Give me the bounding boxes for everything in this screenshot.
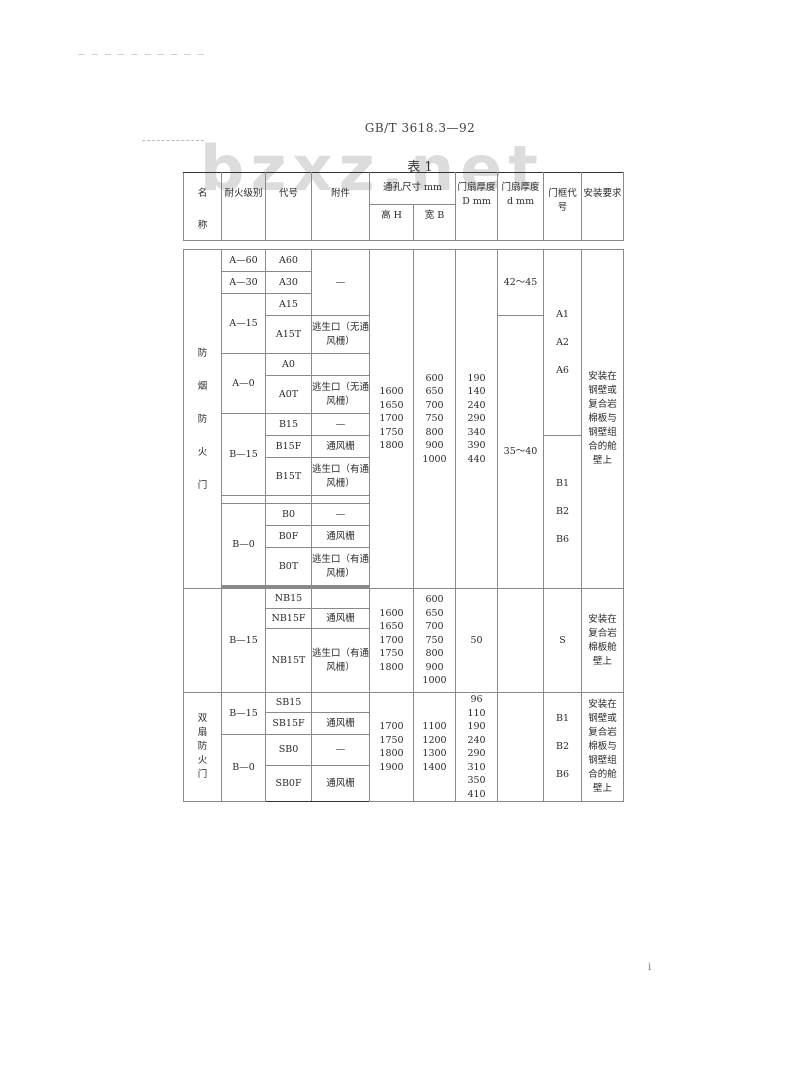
col-name-top: 名 bbox=[197, 188, 208, 199]
fitting-a15t: 逃生口（无通风栅） bbox=[311, 315, 370, 354]
col-install: 安装要求 bbox=[581, 172, 625, 241]
code-b15t: B15T bbox=[265, 457, 312, 496]
code-nb15: NB15 bbox=[265, 588, 312, 609]
group3-frame-codes: B1 B2 B6 bbox=[543, 692, 583, 802]
code-b0t: B0T bbox=[265, 547, 312, 586]
frame-codes-b: B1 B2 B6 bbox=[543, 435, 583, 589]
page-mark: i bbox=[648, 962, 652, 973]
double-door-name: 双扇防火门 bbox=[183, 692, 222, 802]
rating-a60: A—60 bbox=[221, 249, 266, 272]
code-sb15f: SB15F bbox=[265, 712, 312, 735]
fitting-nb15 bbox=[311, 588, 370, 609]
table-title: 表 1 bbox=[407, 160, 433, 175]
fitting-a60-a15: — bbox=[311, 249, 370, 316]
gap-row bbox=[183, 240, 624, 250]
group2-thickness: 50 bbox=[455, 588, 499, 693]
code-a15t: A15T bbox=[265, 315, 312, 354]
frame-codes-a: A1 A2 A6 bbox=[543, 249, 583, 436]
code-b15: B15 bbox=[265, 413, 312, 436]
fire-door-name-char: 火 bbox=[197, 446, 208, 458]
fitting-nb15t: 逃生口（有通风栅） bbox=[311, 628, 370, 693]
fitting-sb0: — bbox=[311, 734, 370, 766]
col-fire-rating: 耐火级别 bbox=[221, 172, 266, 241]
col-name-bottom: 称 bbox=[197, 220, 208, 231]
spec-table: 名 称 耐火级别 代号 附件 通孔尺寸 mm 门扇厚度 D mm 门扇厚度 d … bbox=[183, 172, 625, 802]
group1-heights: 1600 1650 1700 1750 1800 bbox=[369, 249, 414, 589]
fitting-b15: — bbox=[311, 413, 370, 436]
code-b15f: B15F bbox=[265, 435, 312, 458]
rating-a0: A—0 bbox=[221, 353, 266, 414]
rating-sb0: B—0 bbox=[221, 734, 266, 802]
rating-sb15: B—15 bbox=[221, 692, 266, 735]
col-opening-size: 通孔尺寸 mm bbox=[368, 172, 457, 205]
code-b0f: B0F bbox=[265, 525, 312, 548]
spacer bbox=[311, 495, 370, 504]
group1-thickness: 190 140 240 290 340 390 440 bbox=[455, 249, 499, 589]
col-frame-code: 门框代号 bbox=[543, 172, 583, 241]
spacer bbox=[265, 495, 312, 504]
group3-widths: 1100 1200 1300 1400 bbox=[412, 692, 457, 802]
code-nb15t: NB15T bbox=[265, 628, 312, 693]
standard-number: GB/T 3618.3—92 bbox=[364, 121, 476, 135]
fitting-nb15f: 通风栅 bbox=[311, 608, 370, 629]
rating-a30: A—30 bbox=[221, 271, 266, 294]
scan-noise: — — — — — — — — — — bbox=[78, 50, 207, 58]
code-a0: A0 bbox=[265, 353, 312, 376]
group2-install: 安装在复合岩棉板舱壁上 bbox=[581, 588, 625, 693]
group3-install: 安装在钢壁或复合岩棉板与钢壁组合的舱壁上 bbox=[581, 692, 625, 802]
col-code: 代号 bbox=[265, 172, 312, 241]
group3-frame-d bbox=[497, 692, 545, 802]
code-nb15f: NB15F bbox=[265, 608, 312, 629]
code-a15: A15 bbox=[265, 293, 312, 316]
col-height: 高 H bbox=[369, 204, 414, 241]
group2-heights: 1600 1650 1700 1750 1800 bbox=[369, 588, 414, 693]
group3-heights: 1700 1750 1800 1900 bbox=[369, 692, 414, 802]
fitting-sb15f: 通风栅 bbox=[311, 712, 370, 735]
fitting-b0f: 通风栅 bbox=[311, 525, 370, 548]
col-fittings: 附件 bbox=[311, 172, 370, 241]
fitting-sb0f: 通风栅 bbox=[311, 765, 370, 802]
fire-door-name: 防 烟 防 火 门 bbox=[183, 249, 222, 589]
group2-name bbox=[183, 588, 222, 693]
fitting-b15f: 通风栅 bbox=[311, 435, 370, 458]
code-sb15: SB15 bbox=[265, 692, 312, 713]
code-b0: B0 bbox=[265, 503, 312, 526]
fitting-a0t: 逃生口（无通风栅） bbox=[311, 375, 370, 414]
rating-b0: B—0 bbox=[221, 503, 266, 586]
group2-frame-code: S bbox=[543, 588, 583, 693]
col-name: 名 称 bbox=[183, 172, 222, 241]
spacer bbox=[221, 495, 266, 504]
code-sb0f: SB0F bbox=[265, 765, 312, 802]
fire-door-name-char: 烟 bbox=[197, 380, 208, 392]
fitting-b0t: 逃生口（有通风栅） bbox=[311, 547, 370, 586]
group1-widths: 600 650 700 750 800 900 1000 bbox=[412, 249, 457, 589]
code-sb0: SB0 bbox=[265, 734, 312, 766]
frame-d-top: 42～45 bbox=[497, 249, 545, 316]
fire-door-name-char: 门 bbox=[197, 479, 208, 491]
rating-b15: B—15 bbox=[221, 413, 266, 496]
col-frame-thickness: 门扇厚度 d mm bbox=[497, 172, 545, 241]
frame-d-mid: 35～40 bbox=[497, 315, 545, 589]
fitting-sb15 bbox=[311, 692, 370, 713]
fitting-b0: — bbox=[311, 503, 370, 526]
rating-a15: A—15 bbox=[221, 293, 266, 354]
code-a0t: A0T bbox=[265, 375, 312, 414]
fitting-b15t: 逃生口（有通风栅） bbox=[311, 457, 370, 496]
group2-widths: 600 650 700 750 800 900 1000 bbox=[412, 588, 457, 693]
group2-frame-d bbox=[497, 588, 545, 693]
rating-nb15: B—15 bbox=[221, 588, 266, 693]
col-door-thickness: 门扇厚度 D mm bbox=[455, 172, 499, 241]
group1-install: 安装在钢壁或复合岩棉板与钢壁组合的舱壁上 bbox=[581, 249, 625, 589]
code-a30: A30 bbox=[265, 271, 312, 294]
fire-door-name-char: 防 bbox=[197, 413, 208, 425]
col-width: 宽 B bbox=[412, 204, 457, 241]
fitting-a0 bbox=[311, 353, 370, 376]
fire-door-name-char: 防 bbox=[197, 347, 208, 359]
group3-thickness: 96 110 190 240 290 310 350 410 bbox=[455, 692, 499, 802]
header-rule bbox=[142, 140, 204, 141]
code-a60: A60 bbox=[265, 249, 312, 272]
